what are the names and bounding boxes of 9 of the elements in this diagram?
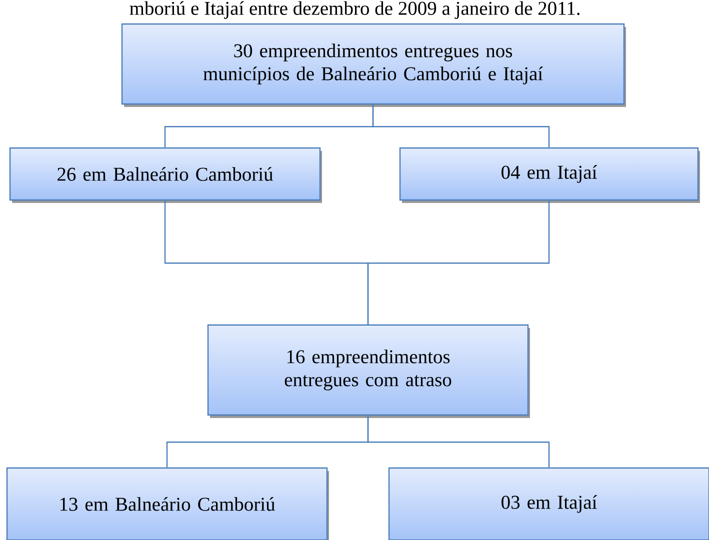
- connector-line: [367, 200, 550, 324]
- process-box: 04 em Itajaí: [399, 147, 700, 203]
- process-box: 16 empreendimentos entregues com atraso: [207, 324, 530, 418]
- process-box: 30 empreendimentos entregues nos municípios de Balneário Camboriú e Itajaí: [121, 23, 626, 107]
- process-box: 26 em Balneário Camboriú: [9, 147, 322, 203]
- process-box: 03 em Itajaí: [388, 467, 709, 540]
- process-box: 13 em Balneário Camboriú: [6, 467, 329, 540]
- connector-line: [367, 416, 550, 468]
- connector-line: [372, 104, 550, 148]
